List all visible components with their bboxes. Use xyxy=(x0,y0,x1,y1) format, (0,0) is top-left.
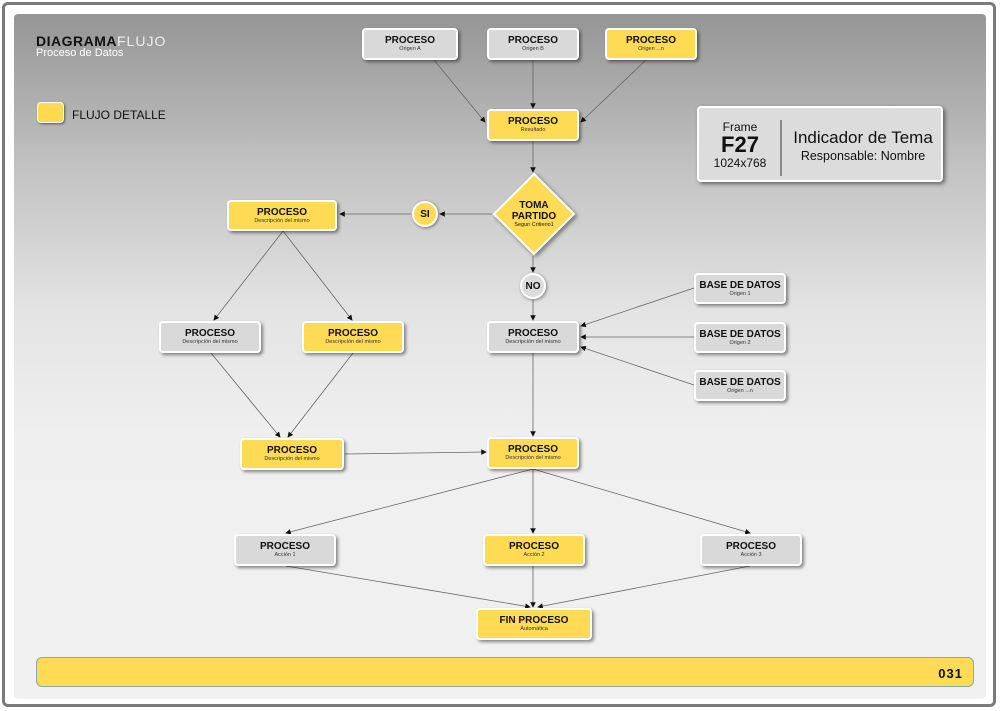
node-title: PROCESO xyxy=(507,444,558,455)
node-title: PROCESO xyxy=(507,35,558,46)
diagram-subtitle: Proceso de Datos xyxy=(36,47,124,59)
node-title: PROCESO xyxy=(725,541,776,552)
node-subtitle: Acción 2 xyxy=(523,552,545,558)
node-subtitle: Acción 3 xyxy=(740,552,762,558)
node-title: FIN PROCESO xyxy=(499,615,569,626)
node-subtitle: Origen B xyxy=(522,46,544,52)
edge-a1-fin xyxy=(285,565,531,609)
node-subtitle: Resultado xyxy=(520,127,546,133)
legend-swatch xyxy=(37,102,64,123)
diagram-title: DIAGRAMAFLUJO xyxy=(36,33,167,49)
node-title: PROCESO xyxy=(266,445,317,456)
edge-n-r xyxy=(580,59,647,123)
edge-p1-p2 xyxy=(213,230,284,321)
edge-a3-fin xyxy=(537,565,751,609)
node-subtitle: Descripción del mismo xyxy=(254,217,310,224)
frame-resolution: 1024x768 xyxy=(713,156,767,170)
node-title: PROCESO xyxy=(259,541,310,552)
node-title: PROCESO xyxy=(507,328,558,339)
edge-p2-p5 xyxy=(210,352,281,438)
info-divider xyxy=(780,120,782,176)
node-title: PROCESO xyxy=(256,206,307,218)
edge-p5-p6 xyxy=(344,449,487,455)
frame-label: Frame xyxy=(722,120,758,134)
node-title: PROCESO xyxy=(625,35,676,46)
node-subtitle: Descripción del mismo xyxy=(505,339,561,345)
decision-diamond xyxy=(492,172,576,256)
node-title: PROCESO xyxy=(508,541,559,552)
node-title: BASE DE DATOS xyxy=(699,376,781,388)
edge-db3-p4 xyxy=(580,345,695,386)
node-title: BASE DE DATOS xyxy=(699,328,781,340)
node-title: PROCESO xyxy=(384,35,435,46)
edge-a-r xyxy=(433,59,486,123)
edge-db1-p4 xyxy=(580,287,695,328)
edge-p1-p3 xyxy=(282,230,353,321)
no-connector: NO xyxy=(520,273,546,299)
page-number: 031 xyxy=(938,666,963,681)
node-title: PROCESO xyxy=(327,328,378,339)
edge-p6-a1 xyxy=(285,468,534,535)
node-subtitle: Origen ...n xyxy=(727,387,753,394)
node-subtitle: Origen 1 xyxy=(729,290,751,297)
legend-label: FLUJO DETALLE xyxy=(72,108,166,122)
edge-p6-a3 xyxy=(532,468,751,535)
topic-label: Indicador de Tema xyxy=(793,128,933,147)
node-title: PROCESO xyxy=(184,328,235,339)
node-subtitle: Origen A xyxy=(399,46,421,52)
node-subtitle: Descripción del mismo xyxy=(182,339,238,345)
node-title: BASE DE DATOS xyxy=(699,279,781,291)
node-subtitle: Automática xyxy=(520,626,548,632)
frame-id: F27 xyxy=(721,132,759,157)
footer-bar: 031 xyxy=(36,657,974,687)
node-subtitle: Descripción del mismo xyxy=(325,339,381,345)
edge-p3-p5 xyxy=(287,352,354,438)
node-title: PROCESO xyxy=(507,116,558,127)
node-subtitle: Origen ...n xyxy=(638,46,664,52)
node-subtitle: Descripción del mismo xyxy=(264,456,320,462)
node-subtitle: Descripción del mismo xyxy=(505,455,561,461)
yes-connector: SI xyxy=(412,201,438,227)
node-subtitle: Origen 2 xyxy=(729,339,751,346)
node-subtitle: Acción 1 xyxy=(274,552,296,558)
owner-label: Responsable: Nombre xyxy=(800,149,926,163)
